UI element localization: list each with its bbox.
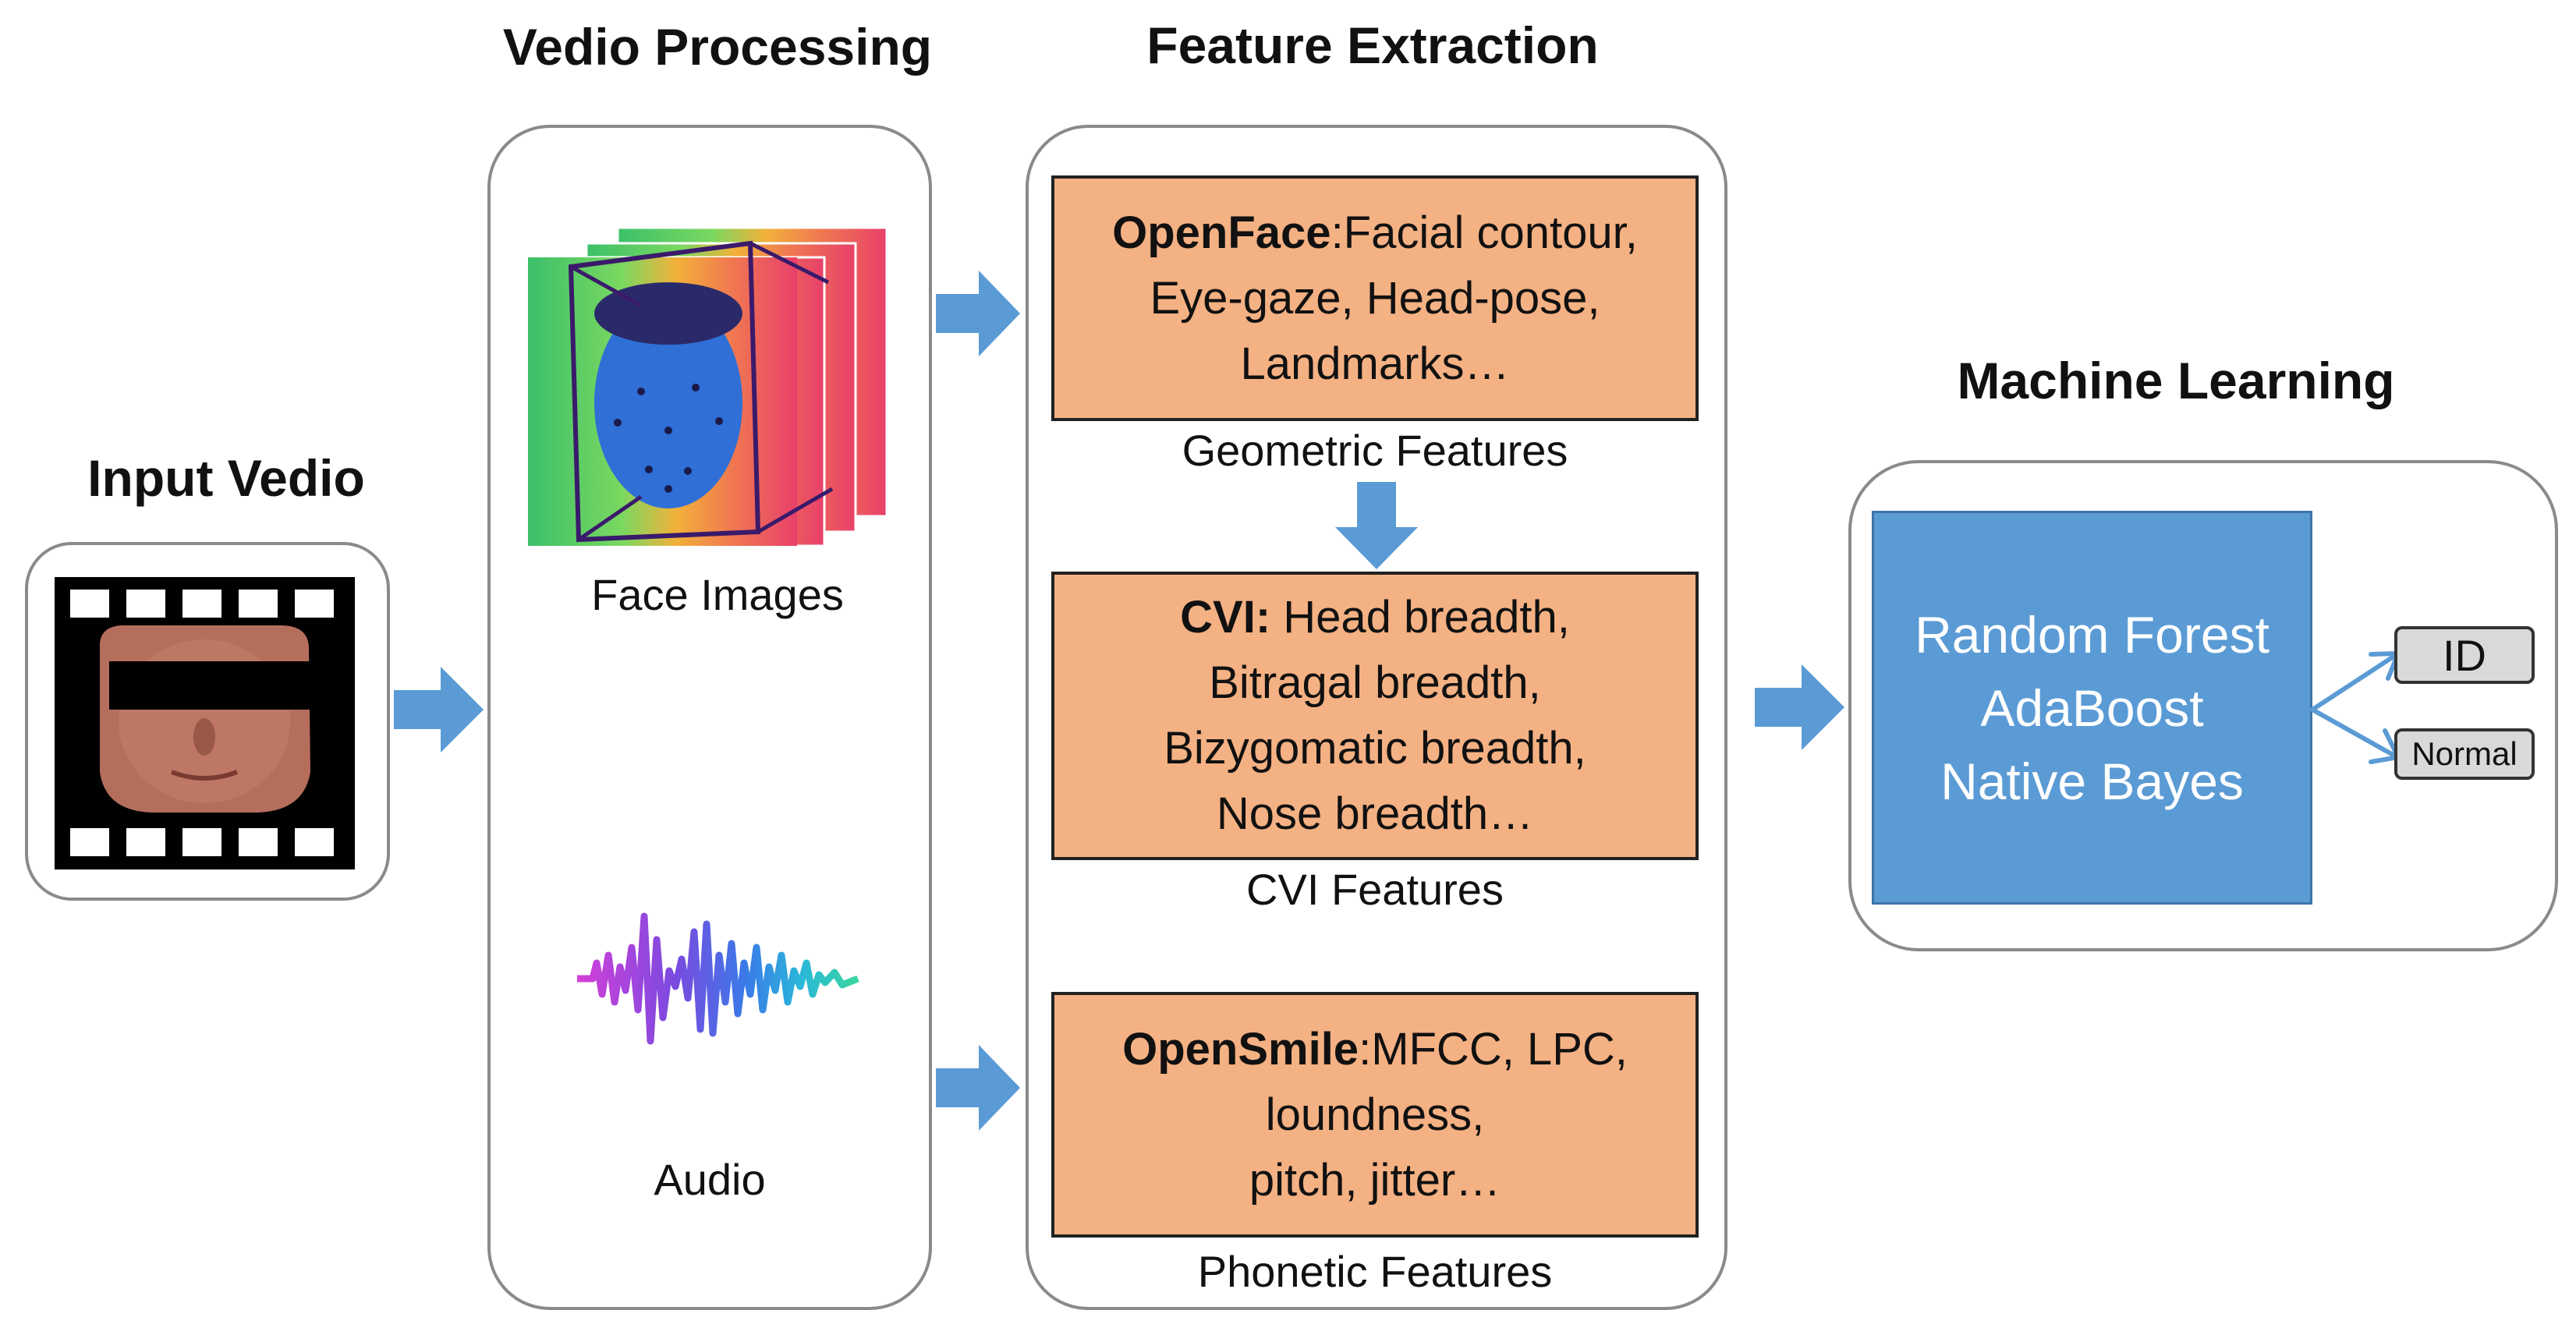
film-strip-icon <box>55 577 355 869</box>
heading-feature-extraction: Feature Extraction <box>1146 16 1599 74</box>
openface-line3: Landmarks… <box>1240 338 1510 389</box>
opensmile-box: OpenSmile:MFCC, LPC, loundness, pitch, j… <box>1051 992 1699 1238</box>
heading-vedio-processing: Vedio Processing <box>502 18 933 76</box>
arrow-input-to-processing <box>394 667 484 753</box>
opensmile-line1: OpenSmile:MFCC, LPC, <box>1122 1017 1628 1082</box>
opensmile-line2: loundness, <box>1265 1089 1485 1140</box>
face-images-stack <box>528 226 888 547</box>
openface-line1-rest: :Facial contour, <box>1331 207 1638 258</box>
model-random-forest: Random Forest <box>1915 605 2270 664</box>
cvi-line3: Bizygomatic breadth, <box>1164 723 1586 774</box>
cvi-features-caption: CVI Features <box>1246 865 1504 914</box>
heading-machine-learning: Machine Learning <box>1957 352 2395 409</box>
opensmile-line3: pitch, jitter… <box>1249 1154 1501 1206</box>
arrow-features-to-ml <box>1755 664 1844 750</box>
geometric-features-caption: Geometric Features <box>1182 426 1568 475</box>
cvi-line1: CVI: Head breadth, <box>1180 585 1570 650</box>
cvi-line4: Nose breadth… <box>1216 788 1534 839</box>
arrow-geometric-to-cvi <box>1335 482 1418 569</box>
model-adaboost: AdaBoost <box>1980 678 2204 737</box>
audio-caption: Audio <box>654 1155 766 1204</box>
openface-box: OpenFace:Facial contour, Eye-gaze, Head-… <box>1051 175 1699 421</box>
output-normal-tag: Normal <box>2394 728 2535 780</box>
arrow-face-to-features <box>936 271 1020 356</box>
face-silhouette <box>594 298 742 508</box>
video-frame <box>55 577 355 869</box>
arrow-audio-to-features <box>936 1045 1020 1131</box>
model-native-bayes: Native Bayes <box>1940 752 2244 810</box>
cvi-line2: Bitragal breadth, <box>1209 657 1541 708</box>
cvi-title: CVI: <box>1180 592 1271 643</box>
openface-line2: Eye-gaze, Head-pose, <box>1150 272 1600 324</box>
heading-input-vedio: Input Vedio <box>87 449 365 507</box>
ml-models-box: Random Forest AdaBoost Native Bayes <box>1872 511 2312 905</box>
phonetic-features-caption: Phonetic Features <box>1197 1247 1553 1296</box>
opensmile-line1-rest: :MFCC, LPC, <box>1359 1023 1628 1075</box>
openface-line1: OpenFace:Facial contour, <box>1112 200 1638 266</box>
audio-waveform-icon <box>577 912 859 1045</box>
eye-censor-bar <box>109 661 312 710</box>
openface-title: OpenFace <box>1112 207 1331 258</box>
cvi-box: CVI: Head breadth, Bitragal breadth, Biz… <box>1051 572 1699 860</box>
output-id-tag: ID <box>2394 626 2535 684</box>
opensmile-title: OpenSmile <box>1122 1023 1359 1075</box>
cvi-line1-rest: Head breadth, <box>1270 592 1570 643</box>
face-images-caption: Face Images <box>591 570 844 619</box>
